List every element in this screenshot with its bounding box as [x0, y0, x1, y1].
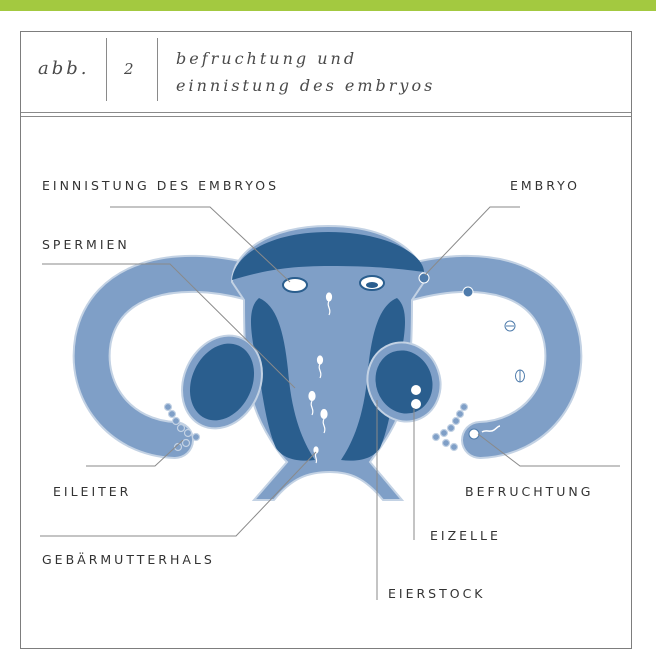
label-eizelle: EIZELLE — [430, 528, 501, 543]
label-eileiter: EILEITER — [53, 484, 131, 499]
label-gebaermutterhals: GEBÄRMUTTERHALS — [42, 552, 215, 567]
egg-cell-1 — [411, 385, 421, 395]
label-befruchtung: BEFRUCHTUNG — [465, 484, 593, 499]
label-eierstock: EIERSTOCK — [388, 586, 486, 601]
egg-cell-2 — [411, 399, 421, 409]
label-embryo: EMBRYO — [510, 178, 580, 193]
label-einnistung: EINNISTUNG DES EMBRYOS — [42, 178, 279, 193]
label-spermien: SPERMIEN — [42, 237, 130, 252]
